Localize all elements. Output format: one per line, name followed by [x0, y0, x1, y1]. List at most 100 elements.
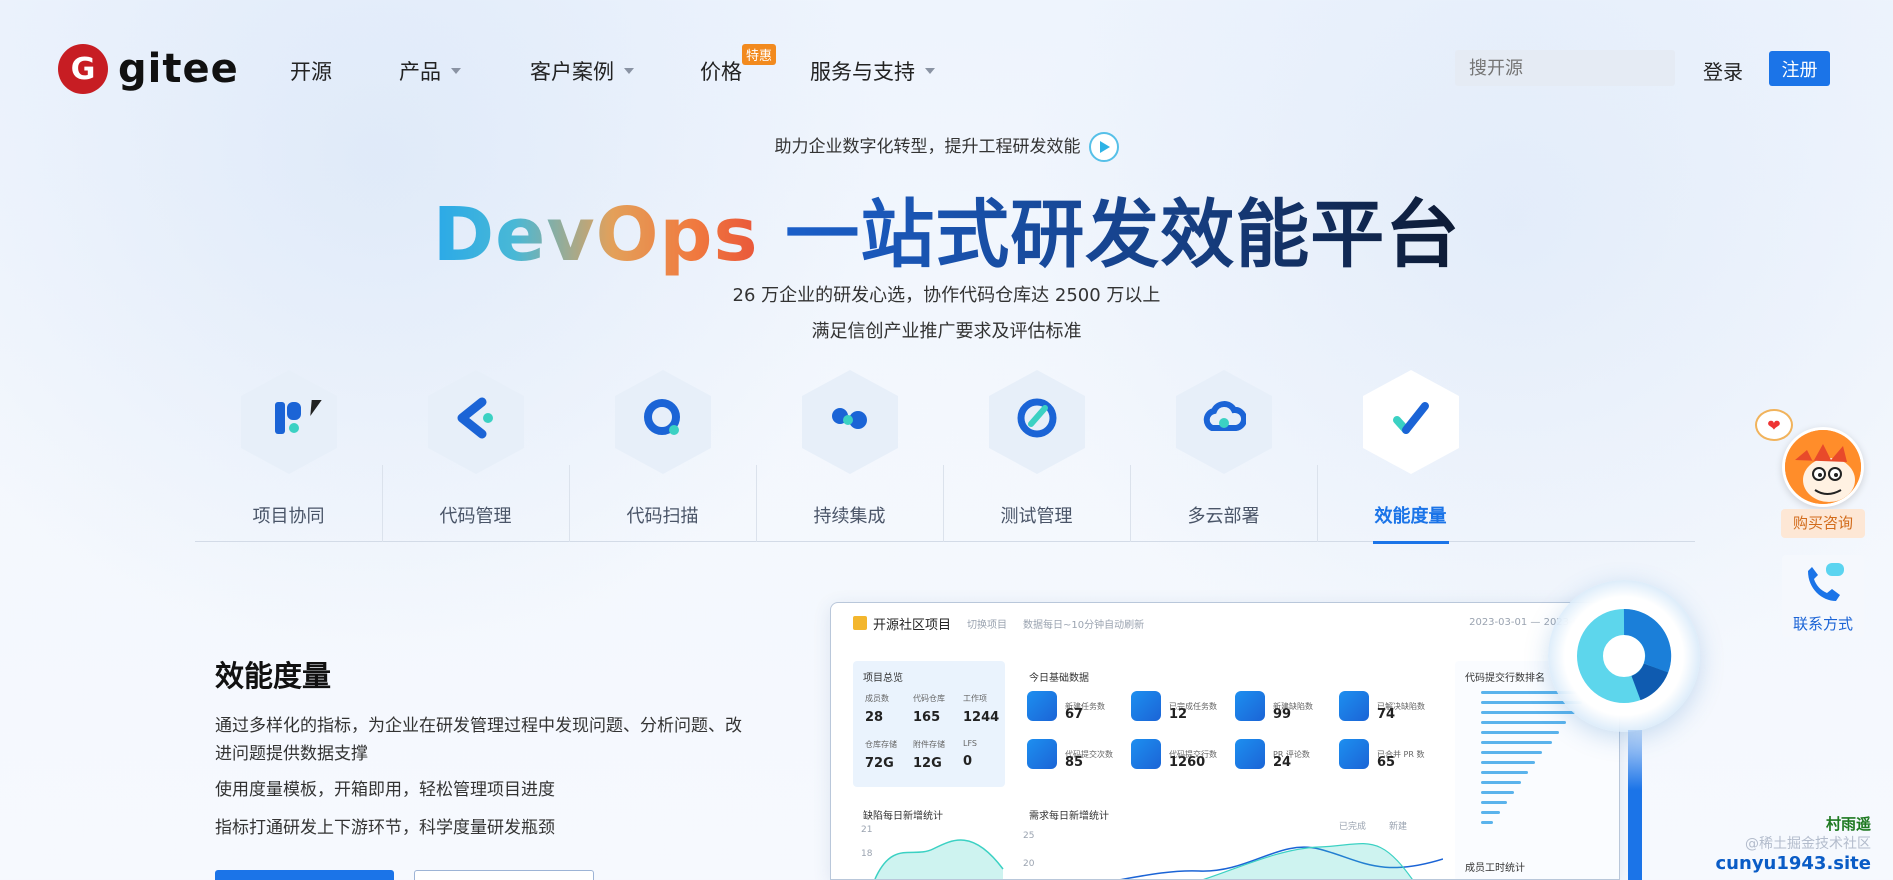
buy-consult-button[interactable]: 购买咨询 [1781, 509, 1865, 538]
contact-widget[interactable]: 联系方式 [1782, 555, 1864, 637]
dashboard-preview: 开源社区项目 切换项目 数据每日~10分钟自动刷新 2023-03-01 — 2… [830, 602, 1620, 880]
watermark: 村雨遥 @稀土掘金技术社区 cunyu1943.site [1715, 815, 1871, 874]
bug-trend-line [874, 839, 1004, 879]
metric-icon [1131, 739, 1161, 769]
ranking-bar [1481, 811, 1500, 814]
gitee-logo-icon: G [58, 44, 108, 94]
ranking-bar [1481, 721, 1566, 724]
headline-devops: DevOps [432, 192, 759, 278]
gitee-logo[interactable]: G gitee [58, 44, 239, 94]
heart-icon: ❤ [1755, 409, 1793, 441]
ranking-bar [1481, 701, 1582, 704]
requirement-trend-line [1119, 843, 1443, 879]
member-hours-card: 成员工时统计 [1465, 863, 1525, 874]
hex-tile [428, 370, 524, 474]
metric-icon [1235, 739, 1265, 769]
phone-icon [1808, 563, 1844, 601]
mascot-avatar[interactable] [1782, 427, 1864, 507]
nav-item-opensource[interactable]: 开源 [290, 60, 332, 84]
tab-code-scan[interactable]: 代码扫描 [569, 370, 756, 542]
scan-icon [644, 399, 680, 435]
ranking-bar [1481, 751, 1542, 754]
feature-title: 效能度量 [215, 659, 332, 693]
test-icon [1017, 398, 1057, 438]
try-now-button[interactable] [215, 870, 394, 880]
tab-metrics[interactable]: 效能度量 [1317, 370, 1504, 544]
hero-headline: DevOps 一站式研发效能平台 [0, 175, 1893, 282]
project-icon [275, 402, 301, 434]
ci-icon [832, 408, 867, 429]
requirement-daily-chart: 需求每日新增统计 已完成 新建 25 20 [1019, 799, 1443, 879]
headline-title: 一站式研发效能平台 [785, 192, 1461, 278]
hex-tile [615, 370, 711, 474]
donut-chart [1577, 608, 1672, 703]
play-video-icon[interactable] [1088, 132, 1119, 162]
metric-icon [1027, 691, 1057, 721]
login-link[interactable]: 登录 [1703, 60, 1743, 84]
mouse-cursor-icon [310, 400, 322, 416]
feature-description-1: 通过多样化的指标，为企业在研发管理过程中发现问题、分析问题、改进问题提供数据支撑 [215, 716, 742, 764]
ranking-bar [1481, 731, 1559, 734]
tab-multicloud-deploy[interactable]: 多云部署 [1130, 370, 1317, 542]
dashboard-header: 开源社区项目 切换项目 数据每日~10分钟自动刷新 2023-03-01 — 2… [831, 603, 1619, 643]
nav-item-cases[interactable]: 客户案例 [530, 56, 634, 86]
ranking-bar [1481, 801, 1507, 804]
tab-code-management[interactable]: 代码管理 [382, 370, 569, 542]
learn-more-button[interactable] [414, 870, 594, 880]
mascot-icon [1785, 430, 1861, 504]
ranking-bar [1481, 781, 1521, 784]
ranking-bar [1481, 771, 1528, 774]
brand-name: gitee [118, 46, 239, 92]
code-icon [457, 397, 493, 439]
chevron-down-icon [451, 68, 461, 74]
metrics-icon [1393, 402, 1429, 434]
nav-item-support[interactable]: 服务与支持 [810, 56, 935, 86]
metric-icon [1339, 691, 1369, 721]
tab-ci[interactable]: 持续集成 [756, 370, 943, 542]
hero-subtitle-1: 26 万企业的研发心选，协作代码仓库达 2500 万以上 [732, 285, 1161, 306]
cloud-icon [1203, 401, 1246, 431]
hero-tagline: 助力企业数字化转型，提升工程研发效能 [0, 132, 1893, 162]
metric-icon [1027, 739, 1057, 769]
bug-daily-chart: 缺陷每日新增统计 21 18 [853, 799, 1005, 879]
metric-icon [1339, 739, 1369, 769]
feature-description-2: 使用度量模板，开箱即用，轻松管理项目进度 [215, 780, 555, 800]
chevron-down-icon [925, 68, 935, 74]
nav-item-products[interactable]: 产品 [399, 56, 461, 86]
hero-subtitle-2: 满足信创产业推广要求及评估标准 [811, 321, 1082, 342]
ranking-bar [1481, 711, 1575, 714]
metric-icon [1235, 691, 1265, 721]
metric-icon [1131, 691, 1161, 721]
ranking-bar [1481, 761, 1535, 764]
top-nav: G gitee 开源 产品 客户案例 价格 特惠 服务与支持 登录 注册 [0, 0, 1893, 138]
chevron-down-icon [624, 68, 634, 74]
project-folder-icon [853, 616, 867, 630]
search-input[interactable] [1455, 50, 1675, 86]
ranking-bar [1481, 821, 1493, 824]
donut-chart-badge [1548, 580, 1700, 732]
ranking-bar [1481, 791, 1514, 794]
tab-project-collab[interactable]: 项目协同 [195, 370, 382, 542]
discount-badge: 特惠 [742, 44, 777, 65]
hex-tile [241, 370, 337, 474]
active-tab-underline [1373, 541, 1449, 544]
tab-test-management[interactable]: 测试管理 [943, 370, 1130, 542]
hex-tile [989, 370, 1085, 474]
feature-description-3: 指标打通研发上下游环节，科学度量研发瓶颈 [215, 818, 555, 838]
decorative-accent-bar [1628, 730, 1642, 880]
product-tabs: 项目协同 代码管理 代码扫描 持续集成 测试管理 [195, 370, 1695, 544]
nav-item-pricing[interactable]: 价格 特惠 [700, 44, 777, 86]
ranking-bar [1481, 741, 1552, 744]
ranking-bar [1481, 691, 1590, 694]
register-button[interactable]: 注册 [1769, 51, 1830, 86]
